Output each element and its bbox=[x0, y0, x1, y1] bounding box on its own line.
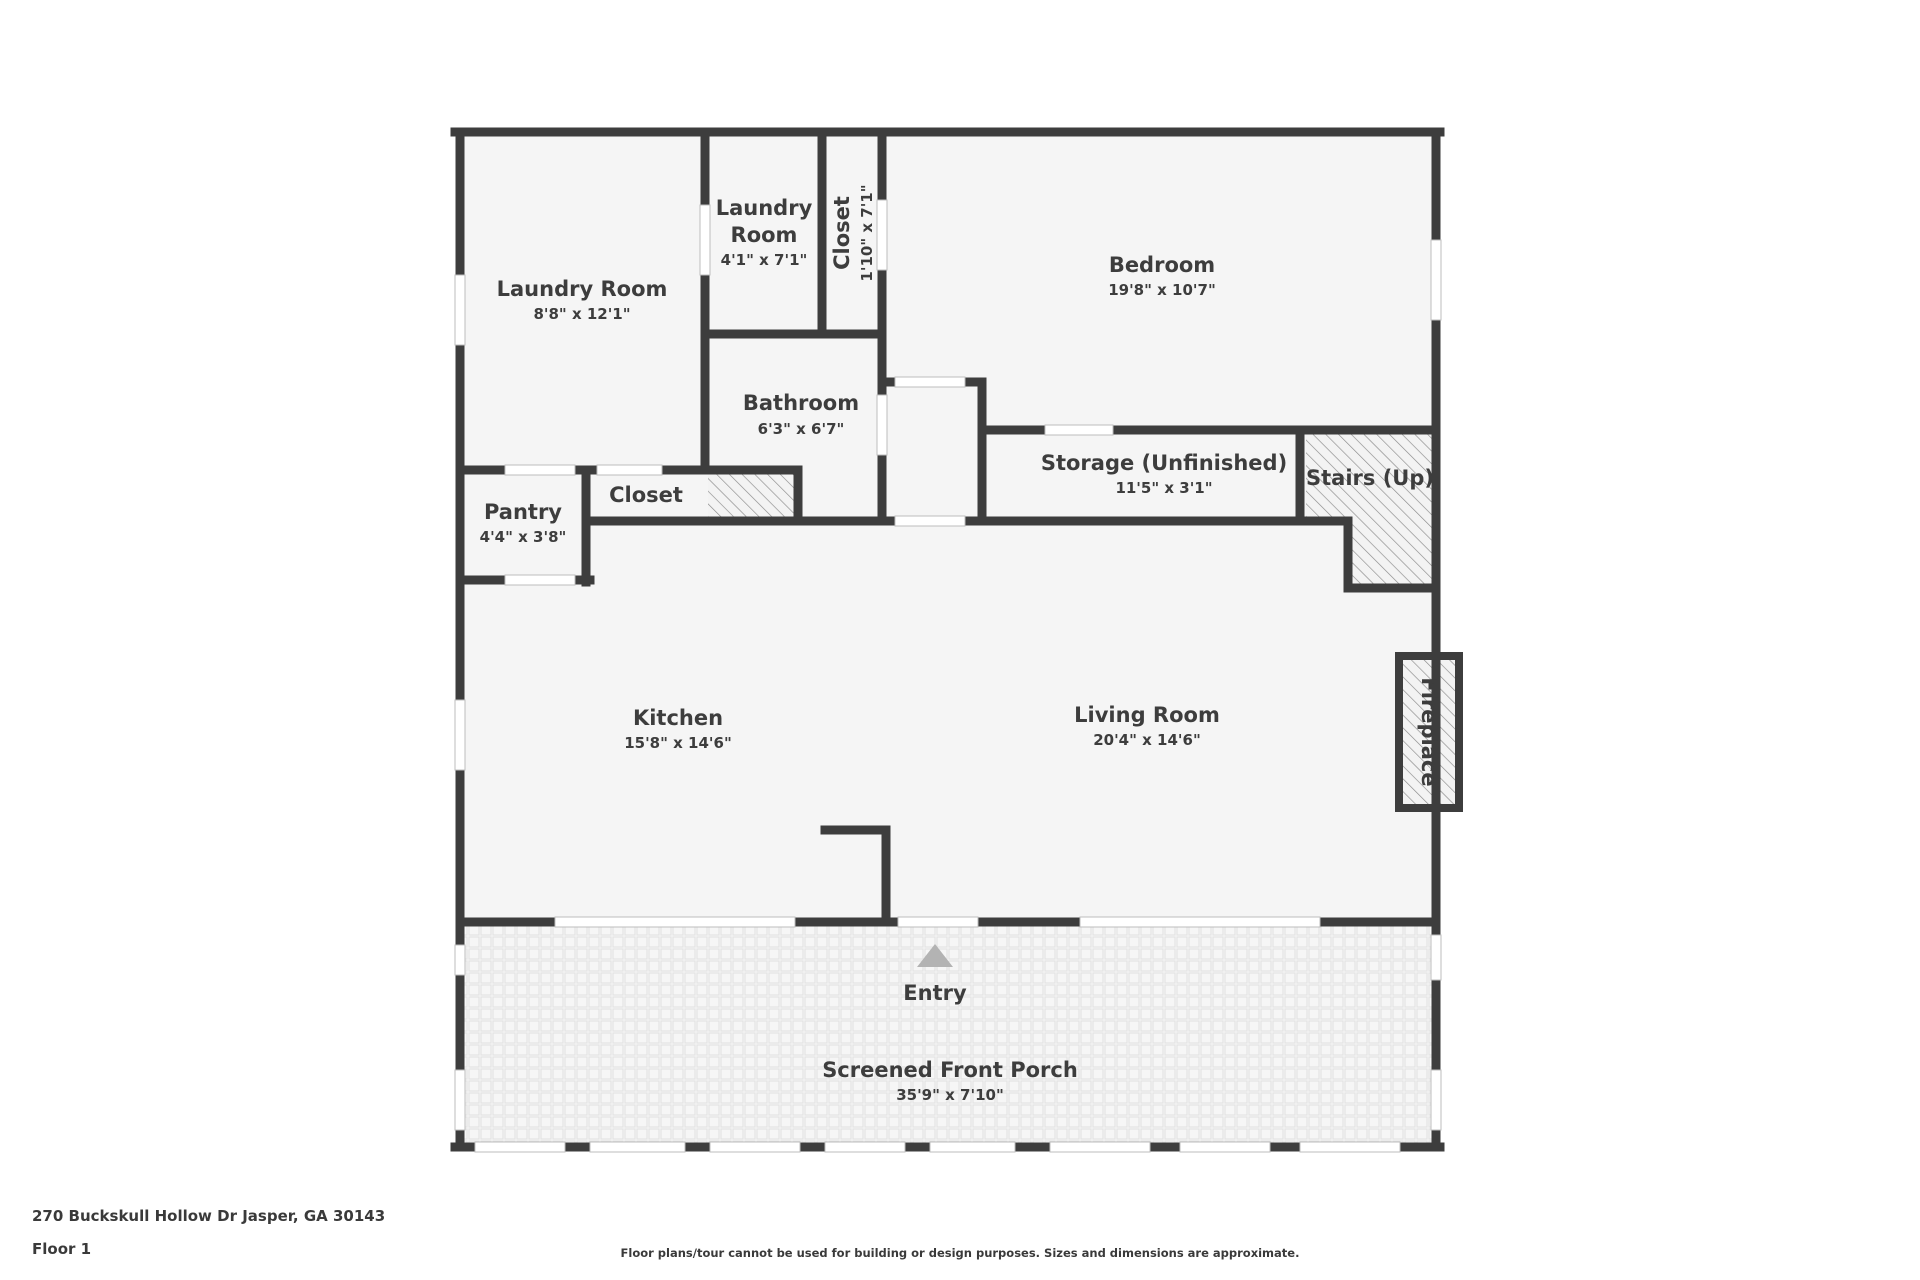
porch-label: Screened Front Porch bbox=[822, 1058, 1078, 1082]
bathroom-dims: 6'3" x 6'7" bbox=[758, 420, 845, 438]
closet-top-dims: 1'10" x 7'1" bbox=[858, 184, 876, 281]
bathroom-label: Bathroom bbox=[743, 391, 859, 415]
porch-floor bbox=[460, 924, 1435, 1146]
storage-label: Storage (Unfinished) bbox=[1041, 451, 1287, 475]
living-room-dims: 20'4" x 14'6" bbox=[1093, 731, 1201, 749]
laundry-room-2-label-line1: Laundry bbox=[716, 196, 813, 220]
stairs-label: Stairs (Up) bbox=[1306, 466, 1434, 490]
porch-dims: 35'9" x 7'10" bbox=[896, 1086, 1004, 1104]
property-address: 270 Buckskull Hollow Dr Jasper, GA 30143 bbox=[32, 1207, 386, 1225]
windows-doors bbox=[454, 199, 1442, 1153]
storage-dims: 11'5" x 3'1" bbox=[1115, 479, 1212, 497]
laundry-room-2-dims: 4'1" x 7'1" bbox=[721, 251, 808, 269]
living-room-label: Living Room bbox=[1074, 703, 1220, 727]
laundry-room-1-dims: 8'8" x 12'1" bbox=[533, 305, 630, 323]
fireplace-hatch bbox=[1402, 659, 1456, 805]
closet-top-label: Closet bbox=[830, 196, 854, 270]
floor-label: Floor 1 bbox=[32, 1240, 92, 1258]
closet-mid-label: Closet bbox=[609, 483, 683, 507]
kitchen-dims: 15'8" x 14'6" bbox=[624, 734, 732, 752]
entry-label: Entry bbox=[903, 981, 967, 1005]
fireplace-label: Fireplace bbox=[1417, 677, 1441, 786]
pantry-label: Pantry bbox=[484, 500, 562, 524]
hatched-bath-niche bbox=[708, 470, 794, 521]
laundry-room-1-label: Laundry Room bbox=[497, 277, 668, 301]
kitchen-label: Kitchen bbox=[633, 706, 723, 730]
disclaimer-text: Floor plans/tour cannot be used for buil… bbox=[620, 1246, 1300, 1260]
stairs-hatch bbox=[1306, 432, 1432, 588]
laundry-room-2-label-line2: Room bbox=[731, 223, 798, 247]
pantry-dims: 4'4" x 3'8" bbox=[480, 528, 567, 546]
bedroom-dims: 19'8" x 10'7" bbox=[1108, 281, 1216, 299]
entry-arrow-icon bbox=[917, 944, 953, 967]
bedroom-label: Bedroom bbox=[1109, 253, 1215, 277]
